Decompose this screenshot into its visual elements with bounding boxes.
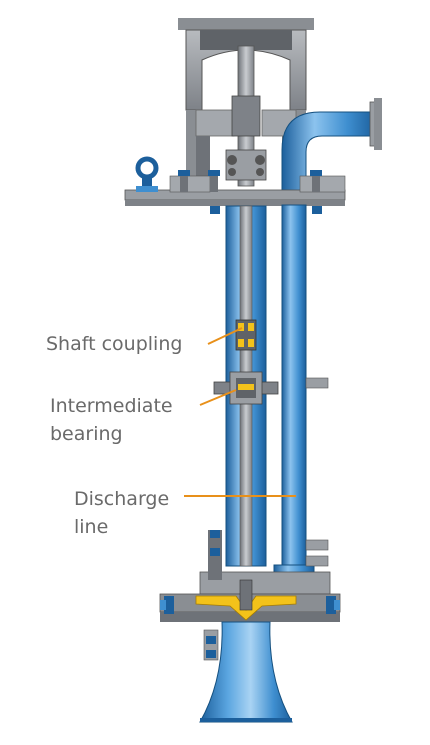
leader-line-intermediate-bearing <box>199 389 237 406</box>
discharge-line-label-line2: line <box>74 516 109 538</box>
pump-shaft-upper <box>225 45 267 187</box>
discharge-flanges <box>305 377 329 567</box>
leader-lines <box>184 327 296 497</box>
eye-bolt <box>135 156 159 192</box>
discharge-pipe <box>273 204 315 590</box>
intermediate-bearing-label-line2: bearing <box>50 423 123 445</box>
shaft-coupling <box>235 319 257 351</box>
shaft-coupling-label-text: Shaft coupling <box>46 333 183 355</box>
leader-line-shaft-coupling <box>207 327 243 345</box>
intermediate-bearing-label-line1: Intermediate <box>50 395 173 417</box>
intermediate-bearing <box>213 371 279 405</box>
plate-bolts <box>178 170 322 214</box>
suction-bell <box>199 621 293 723</box>
shaft-coupling-label: Shaft coupling <box>46 330 182 358</box>
discharge-line-label-line1: Discharge <box>74 488 170 510</box>
intermediate-bearing-label: Intermediate bearing <box>50 392 173 448</box>
motor-stool <box>178 18 314 178</box>
discharge-line-label: Discharge line <box>74 485 169 541</box>
casing-bolts <box>160 596 340 661</box>
impeller <box>195 579 297 621</box>
